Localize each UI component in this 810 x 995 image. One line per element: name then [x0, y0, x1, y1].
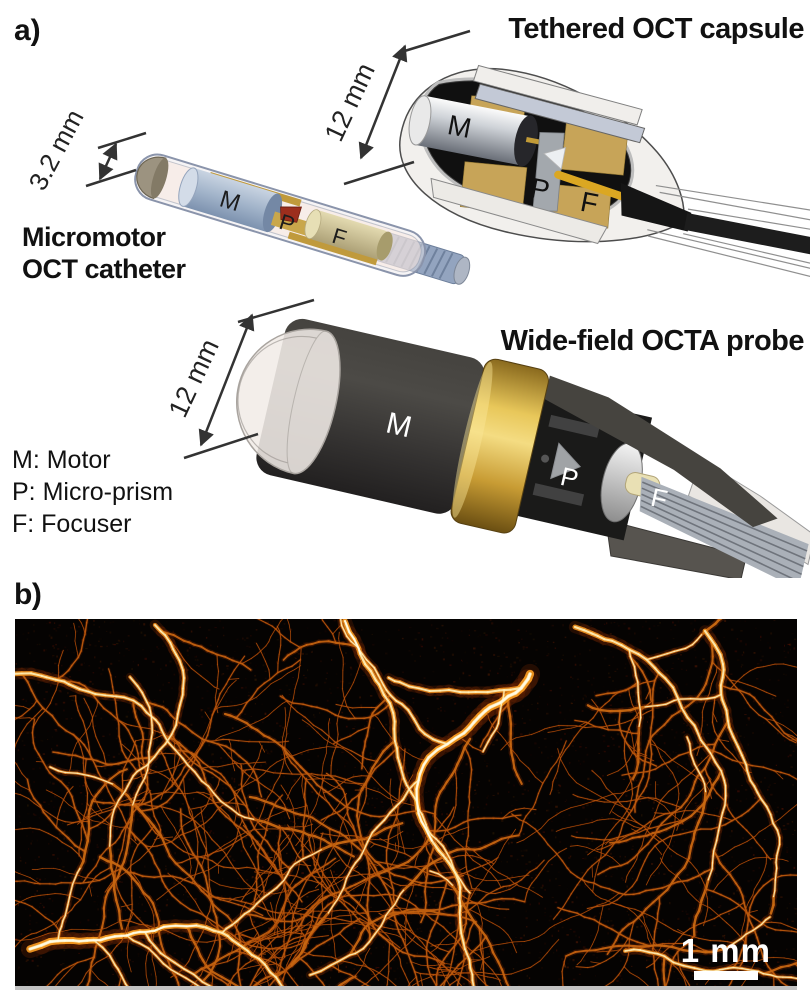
capsule-motor-label: M	[445, 109, 474, 144]
panel-b-label: b)	[14, 578, 42, 611]
legend-prism: P: Micro-prism	[12, 478, 173, 506]
capsule-focuser-label: F	[578, 186, 601, 220]
catheter-drawing: M P F	[134, 153, 471, 285]
legend-focuser: F: Focuser	[12, 510, 131, 538]
capsule-title: Tethered OCT capsule	[508, 13, 804, 45]
catheter-prism	[280, 206, 302, 223]
scale-bar-line	[693, 971, 758, 980]
catheter-prism-label: P	[276, 209, 297, 237]
legend-motor: M: Motor	[12, 446, 111, 474]
probe-title: Wide-field OCTA probe	[501, 325, 805, 357]
capsule-drawing: M P F	[399, 64, 810, 279]
panel-a-schematics: a)	[12, 13, 810, 589]
legend: M: Motor P: Micro-prism F: Focuser	[12, 446, 173, 538]
scale-bar: 1 mm	[681, 934, 771, 980]
capsule-prism	[543, 147, 566, 170]
catheter-name-line1: Micromotor	[22, 222, 166, 252]
capsule-motor	[415, 95, 531, 166]
catheter-motor	[182, 167, 279, 232]
catheter-dimension	[85, 131, 147, 188]
scale-bar-label: 1 mm	[680, 932, 771, 969]
bottom-strip	[15, 986, 797, 990]
catheter-dimension-label: 3.2 mm	[22, 104, 89, 195]
probe-prism-label: P	[558, 461, 582, 494]
capsule-dimension	[343, 29, 471, 186]
octa-vessel-image: 1 mm	[15, 619, 797, 990]
panel-a-label: a)	[14, 14, 41, 47]
probe-drawing: M P F	[235, 318, 810, 589]
probe-focuser-label: F	[648, 482, 670, 515]
catheter-name-line2: OCT catheter	[22, 254, 187, 284]
probe-prism	[550, 442, 582, 480]
probe-dimension	[183, 298, 315, 460]
vessel-canvas	[15, 619, 797, 990]
probe-gold-ring	[450, 358, 549, 534]
catheter-focuser	[309, 210, 389, 260]
